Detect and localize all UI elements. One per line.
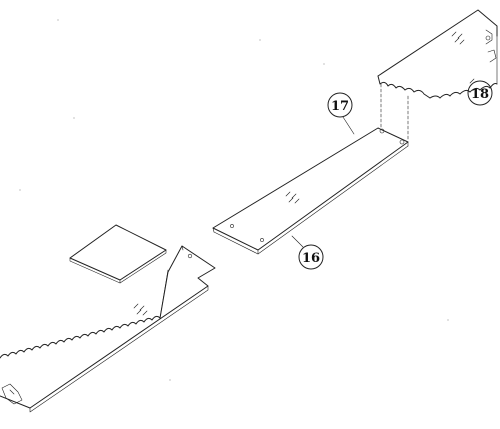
callout-17-label: 17 (331, 99, 349, 114)
part-16-17-panel (212, 127, 409, 255)
callout-17: 17 (327, 92, 355, 135)
assembly-guide-lines (380, 83, 409, 141)
stray-marks (19, 19, 449, 381)
square-plate (69, 224, 167, 284)
callout-16: 16 (291, 235, 324, 270)
part-18-panel (377, 9, 498, 99)
callout-18: 18 (467, 78, 493, 106)
callout-16-label: 16 (302, 251, 320, 266)
callout-18-label: 18 (471, 87, 489, 102)
lower-left-panel (0, 245, 216, 413)
